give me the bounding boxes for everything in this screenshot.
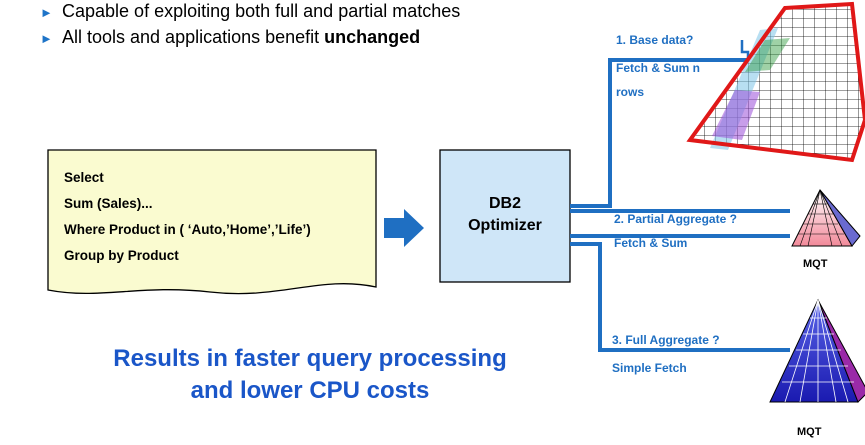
base-table-icon [686,1,865,163]
connector-lines [570,58,790,352]
bullet-item: ►All tools and applications benefit unch… [40,24,460,50]
optimizer-box [439,149,571,283]
path-1-title: 1. Base data? [616,33,694,47]
mqt-label-full: MQT [797,426,822,438]
flow-arrow-icon [384,209,424,247]
partial-mqt-pyramid-icon [791,188,861,247]
query-line: Group by Product [64,248,179,263]
path-3-action: Simple Fetch [612,361,687,375]
path-1-action-cont: rows [616,85,645,99]
result-statement: Results in faster query processing and l… [113,345,507,404]
path-2-title: 2. Partial Aggregate ? [614,212,737,226]
query-line: Select [64,170,104,185]
full-mqt-pyramid-icon [769,298,865,403]
optimizer-label: DB2 Optimizer [468,195,542,234]
mqt-label-partial: MQT [803,258,828,270]
query-line: Sum (Sales)... [64,196,153,211]
path-3-title: 3. Full Aggregate ? [612,333,720,347]
query-text: Select Sum (Sales)... Where Product in (… [64,165,311,269]
triangle-bullet-icon: ► [40,31,53,46]
query-note [47,149,377,295]
triangle-bullet-icon: ► [40,5,53,20]
path-2-action: Fetch & Sum [614,236,688,250]
query-line: Where Product in ( ‘Auto,’Home’,’Life’) [64,222,311,237]
path-1-action: Fetch & Sum n [616,61,701,75]
bullet-item: ►Capable of exploiting both full and par… [40,0,460,24]
bullet-list: ►Capable of exploiting both full and par… [40,0,460,50]
